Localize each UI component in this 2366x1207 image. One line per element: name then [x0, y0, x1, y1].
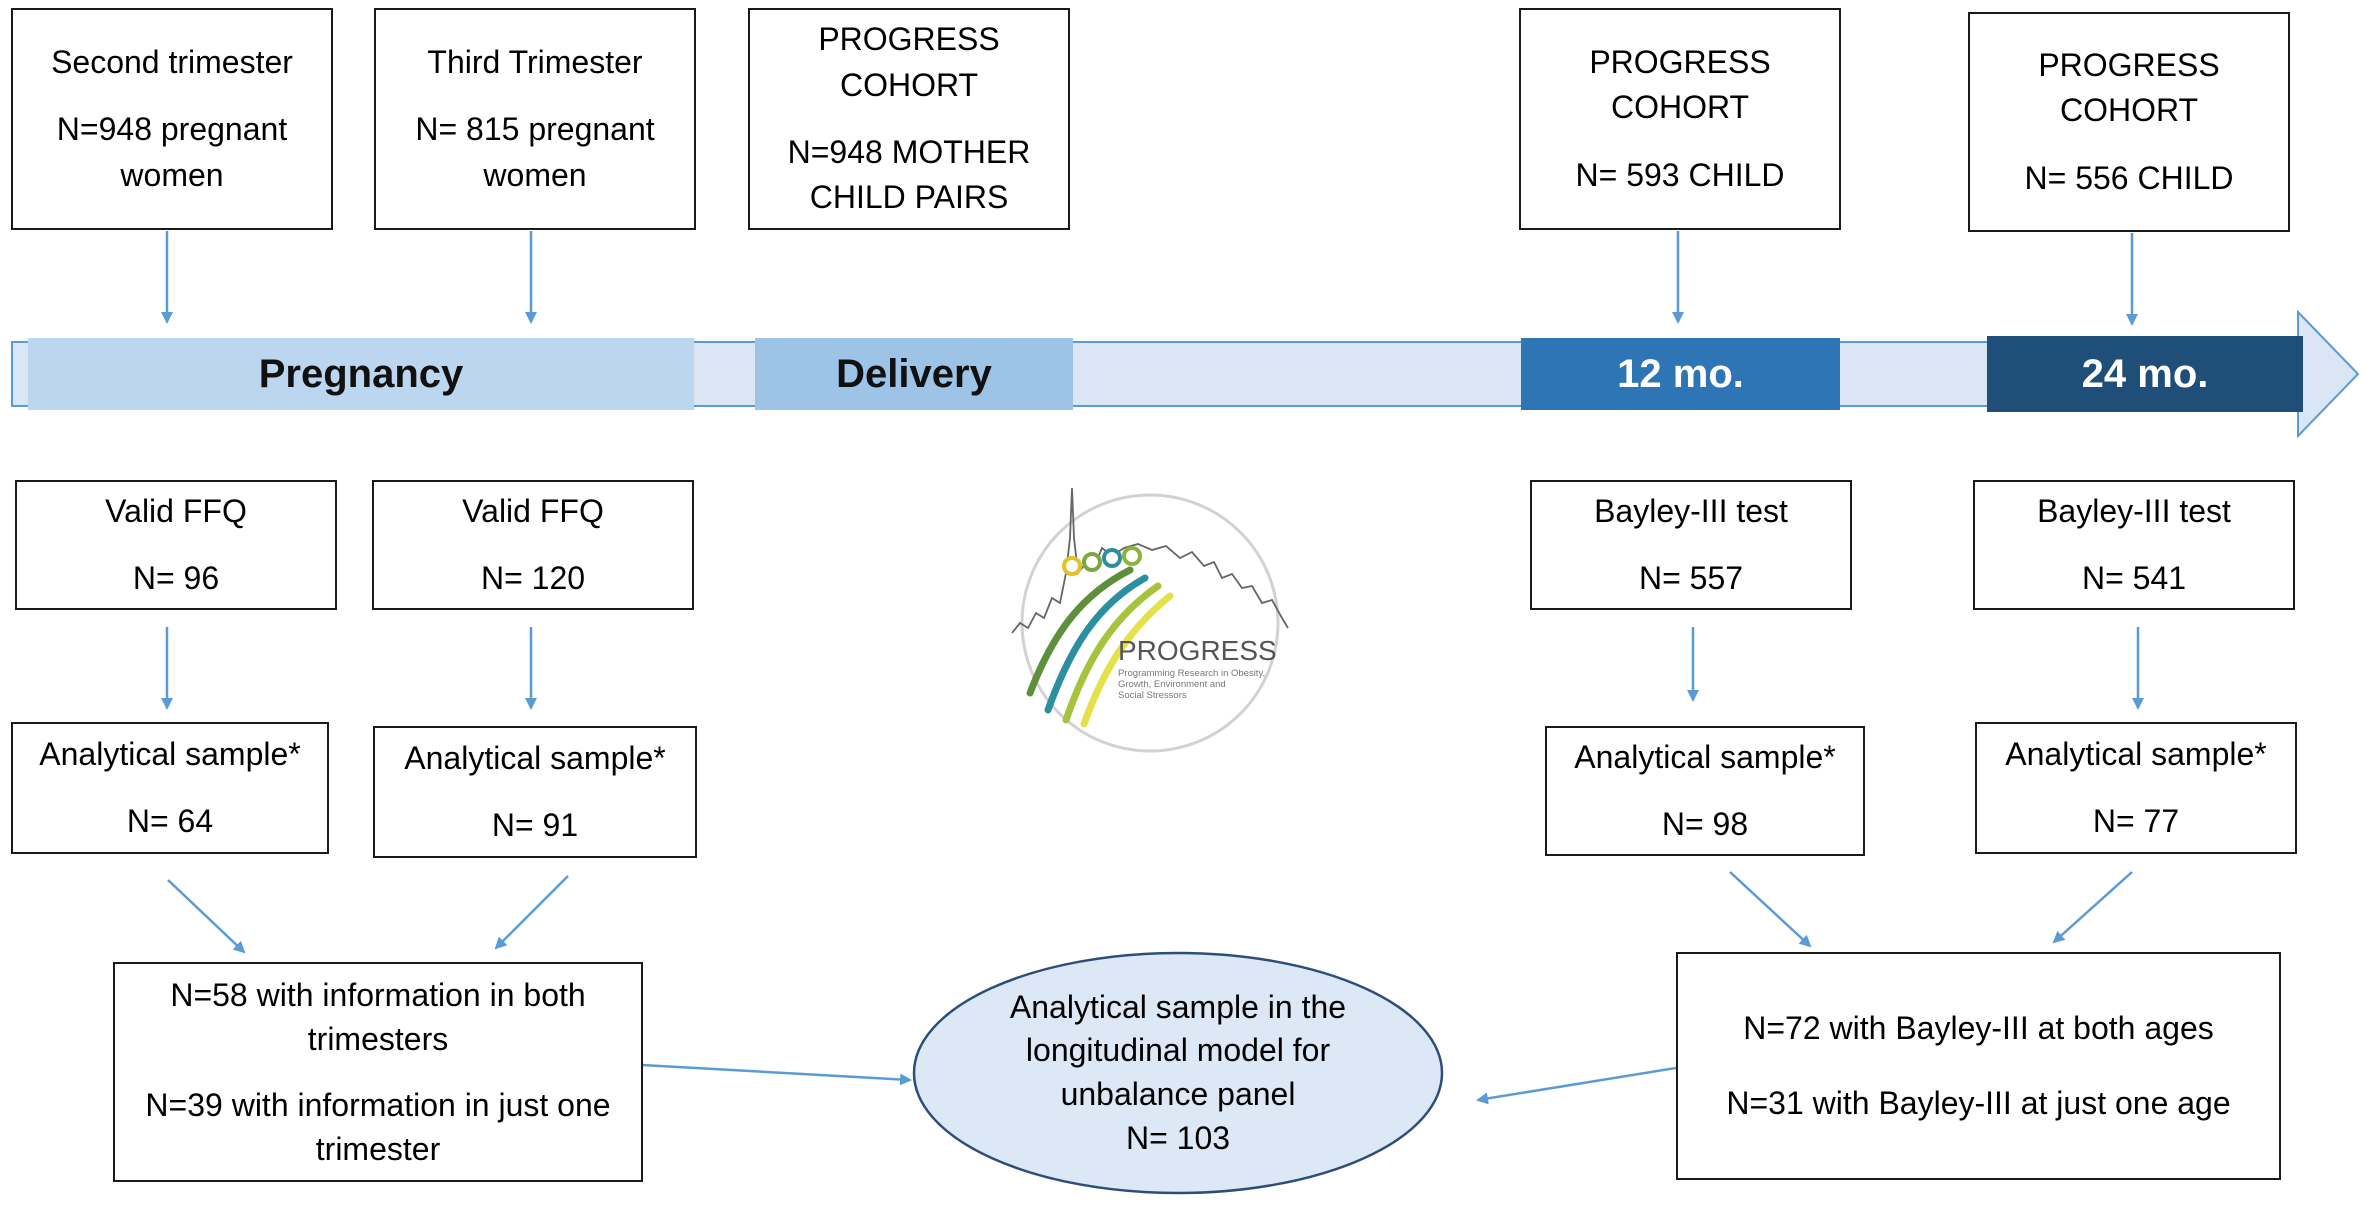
box-line: CHILD PAIRS	[809, 179, 1009, 216]
box-count: N= 96	[132, 560, 220, 596]
center-ellipse	[912, 951, 1444, 1195]
box-line: women	[120, 156, 224, 193]
box-count: N= 120	[480, 560, 586, 596]
center-ellipse-text: Analytical sample in the longitudinal mo…	[914, 953, 1442, 1193]
ellipse-line: longitudinal model for	[1025, 1032, 1331, 1069]
timeline-12mo-label: 12 mo.	[1617, 351, 1744, 396]
timeline-12mo: 12 mo.	[1521, 338, 1840, 410]
summary-line: N=72 with Bayley-III at both ages	[1743, 1009, 2214, 1046]
arrow-64-summary	[167, 879, 246, 954]
box-title: Valid FFQ	[462, 492, 604, 529]
box-count: N= 98	[1661, 806, 1749, 842]
box-progress-cohort-delivery: PROGRESS COHORT N=948 MOTHER CHILD PAIRS	[748, 8, 1070, 230]
ellipse-line: N= 103	[1125, 1119, 1231, 1156]
box-title: COHORT	[2059, 92, 2199, 129]
box-progress-cohort-24mo: PROGRESS COHORT N= 556 CHILD	[1968, 12, 2290, 232]
summary-line: trimester	[315, 1131, 441, 1168]
box-bayley-24mo: Bayley-III test N= 541	[1973, 480, 2295, 610]
box-title: Third Trimester	[427, 43, 643, 80]
box-count: N= 557	[1638, 560, 1744, 596]
box-analytical-98: Analytical sample* N= 98	[1545, 726, 1865, 856]
box-valid-ffq-second: Valid FFQ N= 96	[15, 480, 337, 610]
arrow-77-summary	[2052, 871, 2133, 944]
timeline-delivery-label: Delivery	[836, 351, 992, 396]
box-third-trimester: Third Trimester N= 815 pregnant women	[374, 8, 696, 230]
logo-tagline: Programming Research in Obesity,	[1118, 668, 1265, 679]
box-valid-ffq-third: Valid FFQ N= 120	[372, 480, 694, 610]
box-title: Analytical sample*	[1574, 738, 1836, 775]
arrow-91-summary	[494, 875, 569, 950]
box-right-summary: N=72 with Bayley-III at both ages N=31 w…	[1676, 952, 2281, 1180]
timeline-24mo: 24 mo.	[1987, 336, 2303, 412]
box-line: N= 815 pregnant	[415, 111, 655, 148]
box-progress-cohort-12mo: PROGRESS COHORT N= 593 CHILD	[1519, 8, 1841, 230]
box-title: Bayley-III test	[1594, 492, 1788, 529]
box-count: N= 541	[2081, 560, 2187, 596]
box-left-summary: N=58 with information in both trimesters…	[113, 962, 643, 1182]
timeline-24mo-label: 24 mo.	[2081, 351, 2209, 396]
summary-line: N=58 with information in both	[170, 976, 586, 1013]
box-title: COHORT	[1610, 89, 1750, 126]
box-count: N= 91	[491, 807, 579, 843]
summary-line: N=31 with Bayley-III at just one age	[1726, 1085, 2231, 1121]
summary-line: trimesters	[307, 1020, 449, 1057]
timeline-pregnancy-label: Pregnancy	[258, 351, 464, 396]
box-analytical-77: Analytical sample* N= 77	[1975, 722, 2297, 854]
box-bayley-12mo: Bayley-III test N= 557	[1530, 480, 1852, 610]
box-title: Second trimester	[51, 43, 293, 80]
box-line: N= 593 CHILD	[1575, 156, 1785, 193]
box-line: women	[483, 156, 587, 193]
box-line: N=948 pregnant	[56, 111, 288, 148]
box-count: N= 77	[2092, 803, 2180, 839]
progress-logo: PROGRESS Programming Research in Obesity…	[1000, 478, 1300, 768]
box-analytical-91: Analytical sample* N= 91	[373, 726, 697, 858]
box-title: Analytical sample*	[2005, 735, 2267, 772]
box-title: PROGRESS	[2038, 46, 2220, 83]
arrow-98-summary	[1729, 871, 1812, 948]
progress-logo-graphic: PROGRESS Programming Research in Obesity…	[1011, 487, 1289, 753]
logo-tagline: Social Stressors	[1118, 690, 1187, 701]
summary-line: N=39 with information in just one	[145, 1087, 611, 1123]
box-title: Bayley-III test	[2037, 492, 2231, 529]
box-line: N= 556 CHILD	[2024, 159, 2234, 196]
box-analytical-64: Analytical sample* N= 64	[11, 722, 329, 854]
timeline-pregnancy: Pregnancy	[28, 338, 694, 410]
box-title: COHORT	[839, 66, 979, 103]
ellipse-line: Analytical sample in the	[1009, 988, 1347, 1025]
box-line: N=948 MOTHER	[787, 134, 1031, 170]
arrow-left-ellipse	[641, 1063, 912, 1086]
box-title: Analytical sample*	[404, 739, 666, 776]
box-title: Valid FFQ	[105, 492, 247, 529]
logo-tagline: Growth, Environment and	[1118, 679, 1226, 690]
logo-name: PROGRESS	[1118, 635, 1277, 666]
box-title: Analytical sample*	[39, 735, 301, 772]
box-count: N= 64	[126, 803, 214, 839]
box-second-trimester: Second trimester N=948 pregnant women	[11, 8, 333, 230]
ellipse-line: unbalance panel	[1060, 1076, 1296, 1112]
box-title: PROGRESS	[818, 21, 1000, 58]
arrow-right-ellipse	[1476, 1066, 1677, 1105]
timeline-delivery: Delivery	[755, 338, 1073, 410]
box-title: PROGRESS	[1589, 43, 1771, 80]
